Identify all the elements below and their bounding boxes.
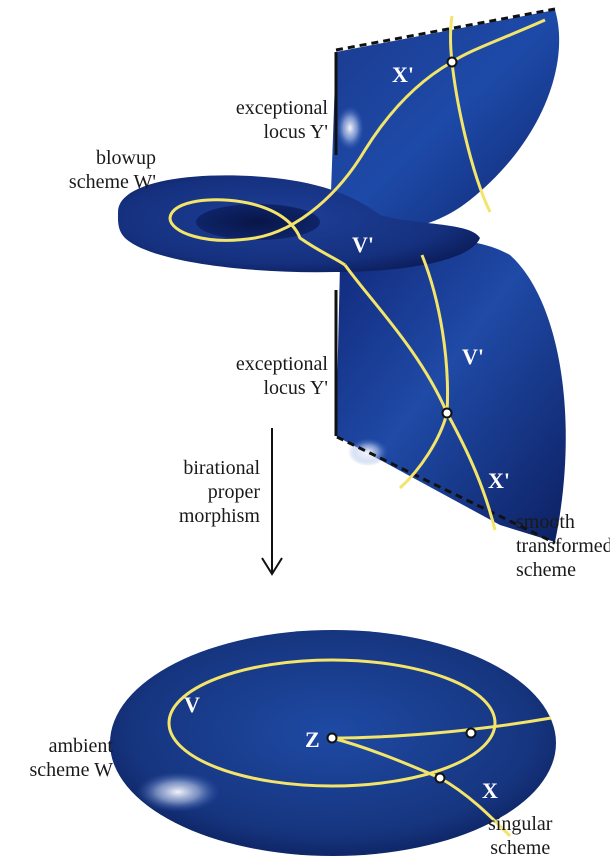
label-singular: singular scheme [488,812,552,860]
curve-v-loop [167,658,497,788]
label-singular-line2: scheme [490,837,551,859]
label-smooth-line2: transformed [516,535,610,557]
label-blowup-line2: scheme W' [68,171,156,193]
label-x-prime-lower: X' [488,468,510,493]
label-v-prime-mid: V' [352,232,374,257]
label-exceptional-top: exceptional locus Y' [236,96,328,144]
highlight-upper [336,106,364,150]
label-ambient: ambient scheme W [30,734,114,782]
point-upper-crossing [465,727,477,739]
label-singular-line1: singular [488,813,553,835]
torus-hole [196,204,320,240]
label-morphism-line1: birational [183,457,260,479]
label-blowup-line1: blowup [96,147,156,169]
label-ambient-line2: scheme W [29,759,114,781]
label-smooth: smooth transformed scheme [516,510,610,582]
upper-sheet [330,10,560,231]
lower-sheet [336,239,566,542]
label-exceptional-top-line2: locus Y' [263,121,328,143]
label-exceptional-bottom-line1: exceptional [235,353,328,375]
label-v-prime-lower: V' [462,344,484,369]
point-z [326,732,338,744]
highlight-lower [348,438,388,466]
label-exceptional-bottom-line2: locus Y' [263,377,328,399]
marked-point-mid [441,407,453,419]
marked-point-top [446,56,458,68]
morphism-arrowhead [261,557,283,576]
curve-x-prime-upper [449,15,492,213]
curve-v-prime-spiral [168,18,546,267]
dashed-edge-bottom [336,435,556,545]
ambient-highlight [136,772,220,812]
dashed-edge-top [335,7,556,52]
label-v-bottom: V [184,692,200,717]
label-smooth-line1: smooth [516,511,575,533]
label-exceptional-top-line1: exceptional [235,97,328,119]
label-morphism: birational proper morphism [179,456,260,528]
label-exceptional-bottom: exceptional locus Y' [236,352,328,400]
label-ambient-line1: ambient [48,735,113,757]
label-z-bottom: Z [305,727,320,752]
curve-x-prime-lower [398,254,449,490]
curve-x-branch-upper [331,716,552,740]
label-x-prime-top: X' [392,62,414,87]
label-blowup: blowup scheme W' [69,146,156,194]
label-x-bottom: X [482,778,498,803]
label-smooth-line3: scheme [516,559,576,581]
label-morphism-line2: proper [207,481,260,503]
label-morphism-line3: morphism [178,505,260,527]
point-lower-crossing [434,772,446,784]
